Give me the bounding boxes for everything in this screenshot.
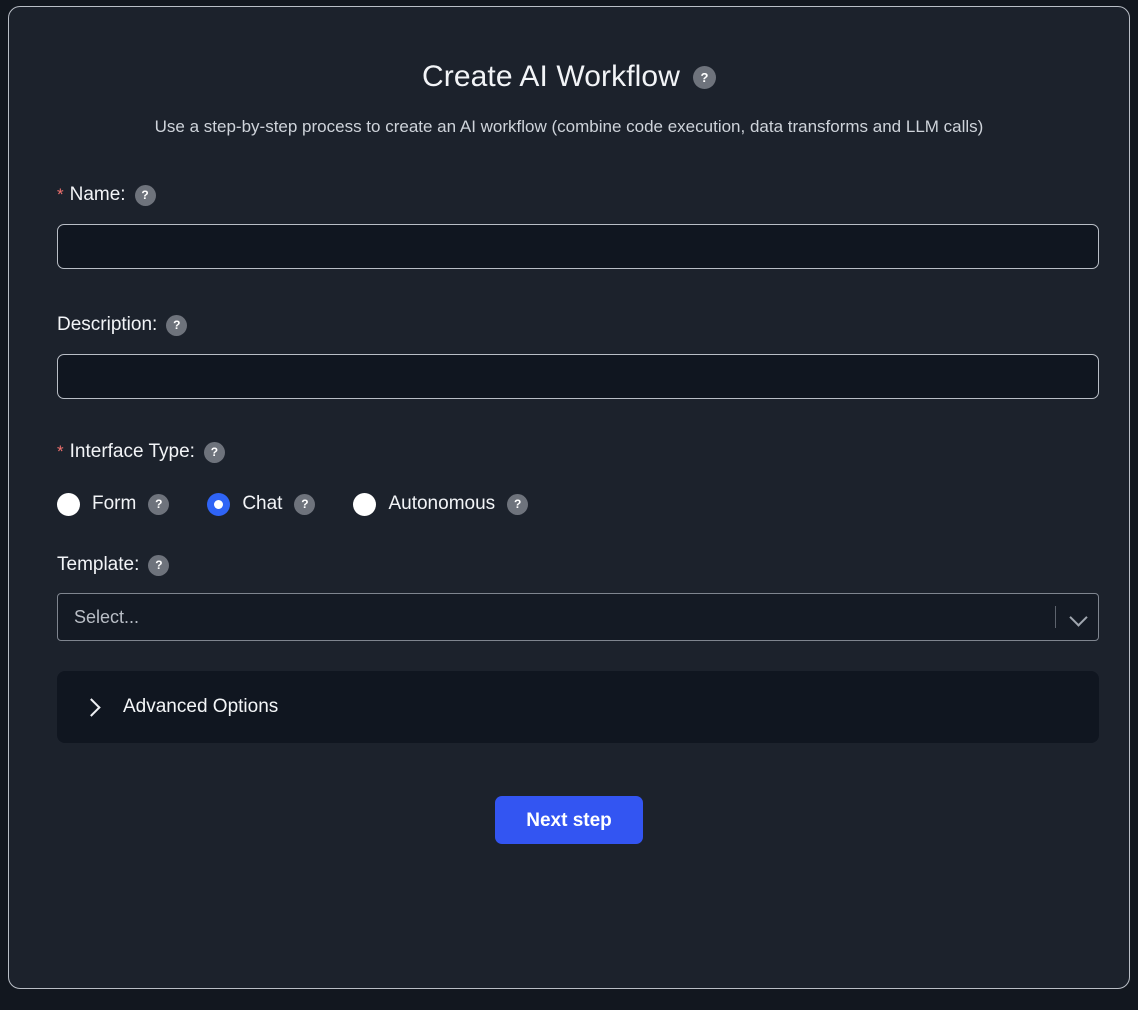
field-name: * Name: ? [57, 183, 1099, 269]
template-label-row: Template: ? [57, 553, 1081, 577]
description-help-icon[interactable]: ? [166, 314, 188, 336]
description-label-row: Description: ? [57, 313, 1081, 337]
field-interface-type: * Interface Type: ? Form ? Chat ? Autono… [57, 440, 1081, 519]
description-label: Description: [57, 314, 158, 335]
template-select-value: Select... [74, 607, 140, 627]
radio-option-autonomous[interactable]: Autonomous ? [353, 492, 529, 516]
radio-label-autonomous: Autonomous [388, 493, 496, 514]
radio-circle-form[interactable] [57, 492, 80, 516]
radio-circle-autonomous[interactable] [353, 492, 377, 516]
radio-label-chat: Chat [242, 493, 283, 514]
interface-type-label: Interface Type: [69, 441, 195, 462]
form-body: * Name: ? Description: ? * Interface Typ… [9, 183, 1129, 844]
interface-type-radio-group: Form ? Chat ? Autonomous ? [57, 489, 1081, 519]
advanced-options-accordion[interactable]: Advanced Options [57, 671, 1099, 743]
name-label-row: * Name: ? [57, 183, 1081, 207]
description-input[interactable] [57, 354, 1099, 399]
interface-type-label-row: * Interface Type: ? [57, 440, 1081, 464]
name-label: Name: [69, 184, 126, 205]
field-description: Description: ? [57, 313, 1099, 399]
card-header: Create AI Workflow ? Use a step-by-step … [9, 59, 1129, 139]
interface-type-help-icon[interactable]: ? [203, 441, 225, 463]
radio-form-help-icon[interactable]: ? [148, 493, 170, 515]
interface-type-required-marker: * [57, 442, 64, 461]
name-required-marker: * [57, 185, 64, 204]
title-help-icon[interactable]: ? [693, 65, 716, 89]
radio-circle-chat[interactable] [207, 492, 231, 516]
page-title: Create AI Workflow [421, 60, 680, 93]
template-select[interactable]: Select... [57, 593, 1099, 641]
template-help-icon[interactable]: ? [148, 554, 170, 576]
title-row: Create AI Workflow ? [9, 59, 1129, 95]
advanced-options-label: Advanced Options [123, 696, 279, 717]
radio-autonomous-help-icon[interactable]: ? [507, 493, 529, 515]
spacer [57, 399, 1081, 440]
template-label: Template: [57, 554, 140, 575]
radio-option-form[interactable]: Form ? [57, 492, 170, 516]
radio-label-form: Form [92, 493, 137, 514]
page-subtitle: Use a step-by-step process to create an … [154, 117, 984, 136]
chevron-down-icon[interactable] [1070, 608, 1088, 626]
select-separator [1055, 606, 1056, 628]
create-workflow-card: Create AI Workflow ? Use a step-by-step … [8, 6, 1130, 989]
card-footer: Next step [57, 796, 1081, 844]
spacer [57, 519, 1081, 553]
chevron-right-icon[interactable] [83, 699, 99, 715]
radio-option-chat[interactable]: Chat ? [207, 492, 316, 516]
name-input[interactable] [57, 224, 1099, 269]
field-template: Template: ? Select... [57, 553, 1099, 641]
next-step-button[interactable]: Next step [495, 796, 643, 844]
name-help-icon[interactable]: ? [134, 184, 156, 206]
template-select-indicators [1055, 594, 1088, 640]
spacer [57, 269, 1081, 313]
radio-chat-help-icon[interactable]: ? [294, 493, 316, 515]
